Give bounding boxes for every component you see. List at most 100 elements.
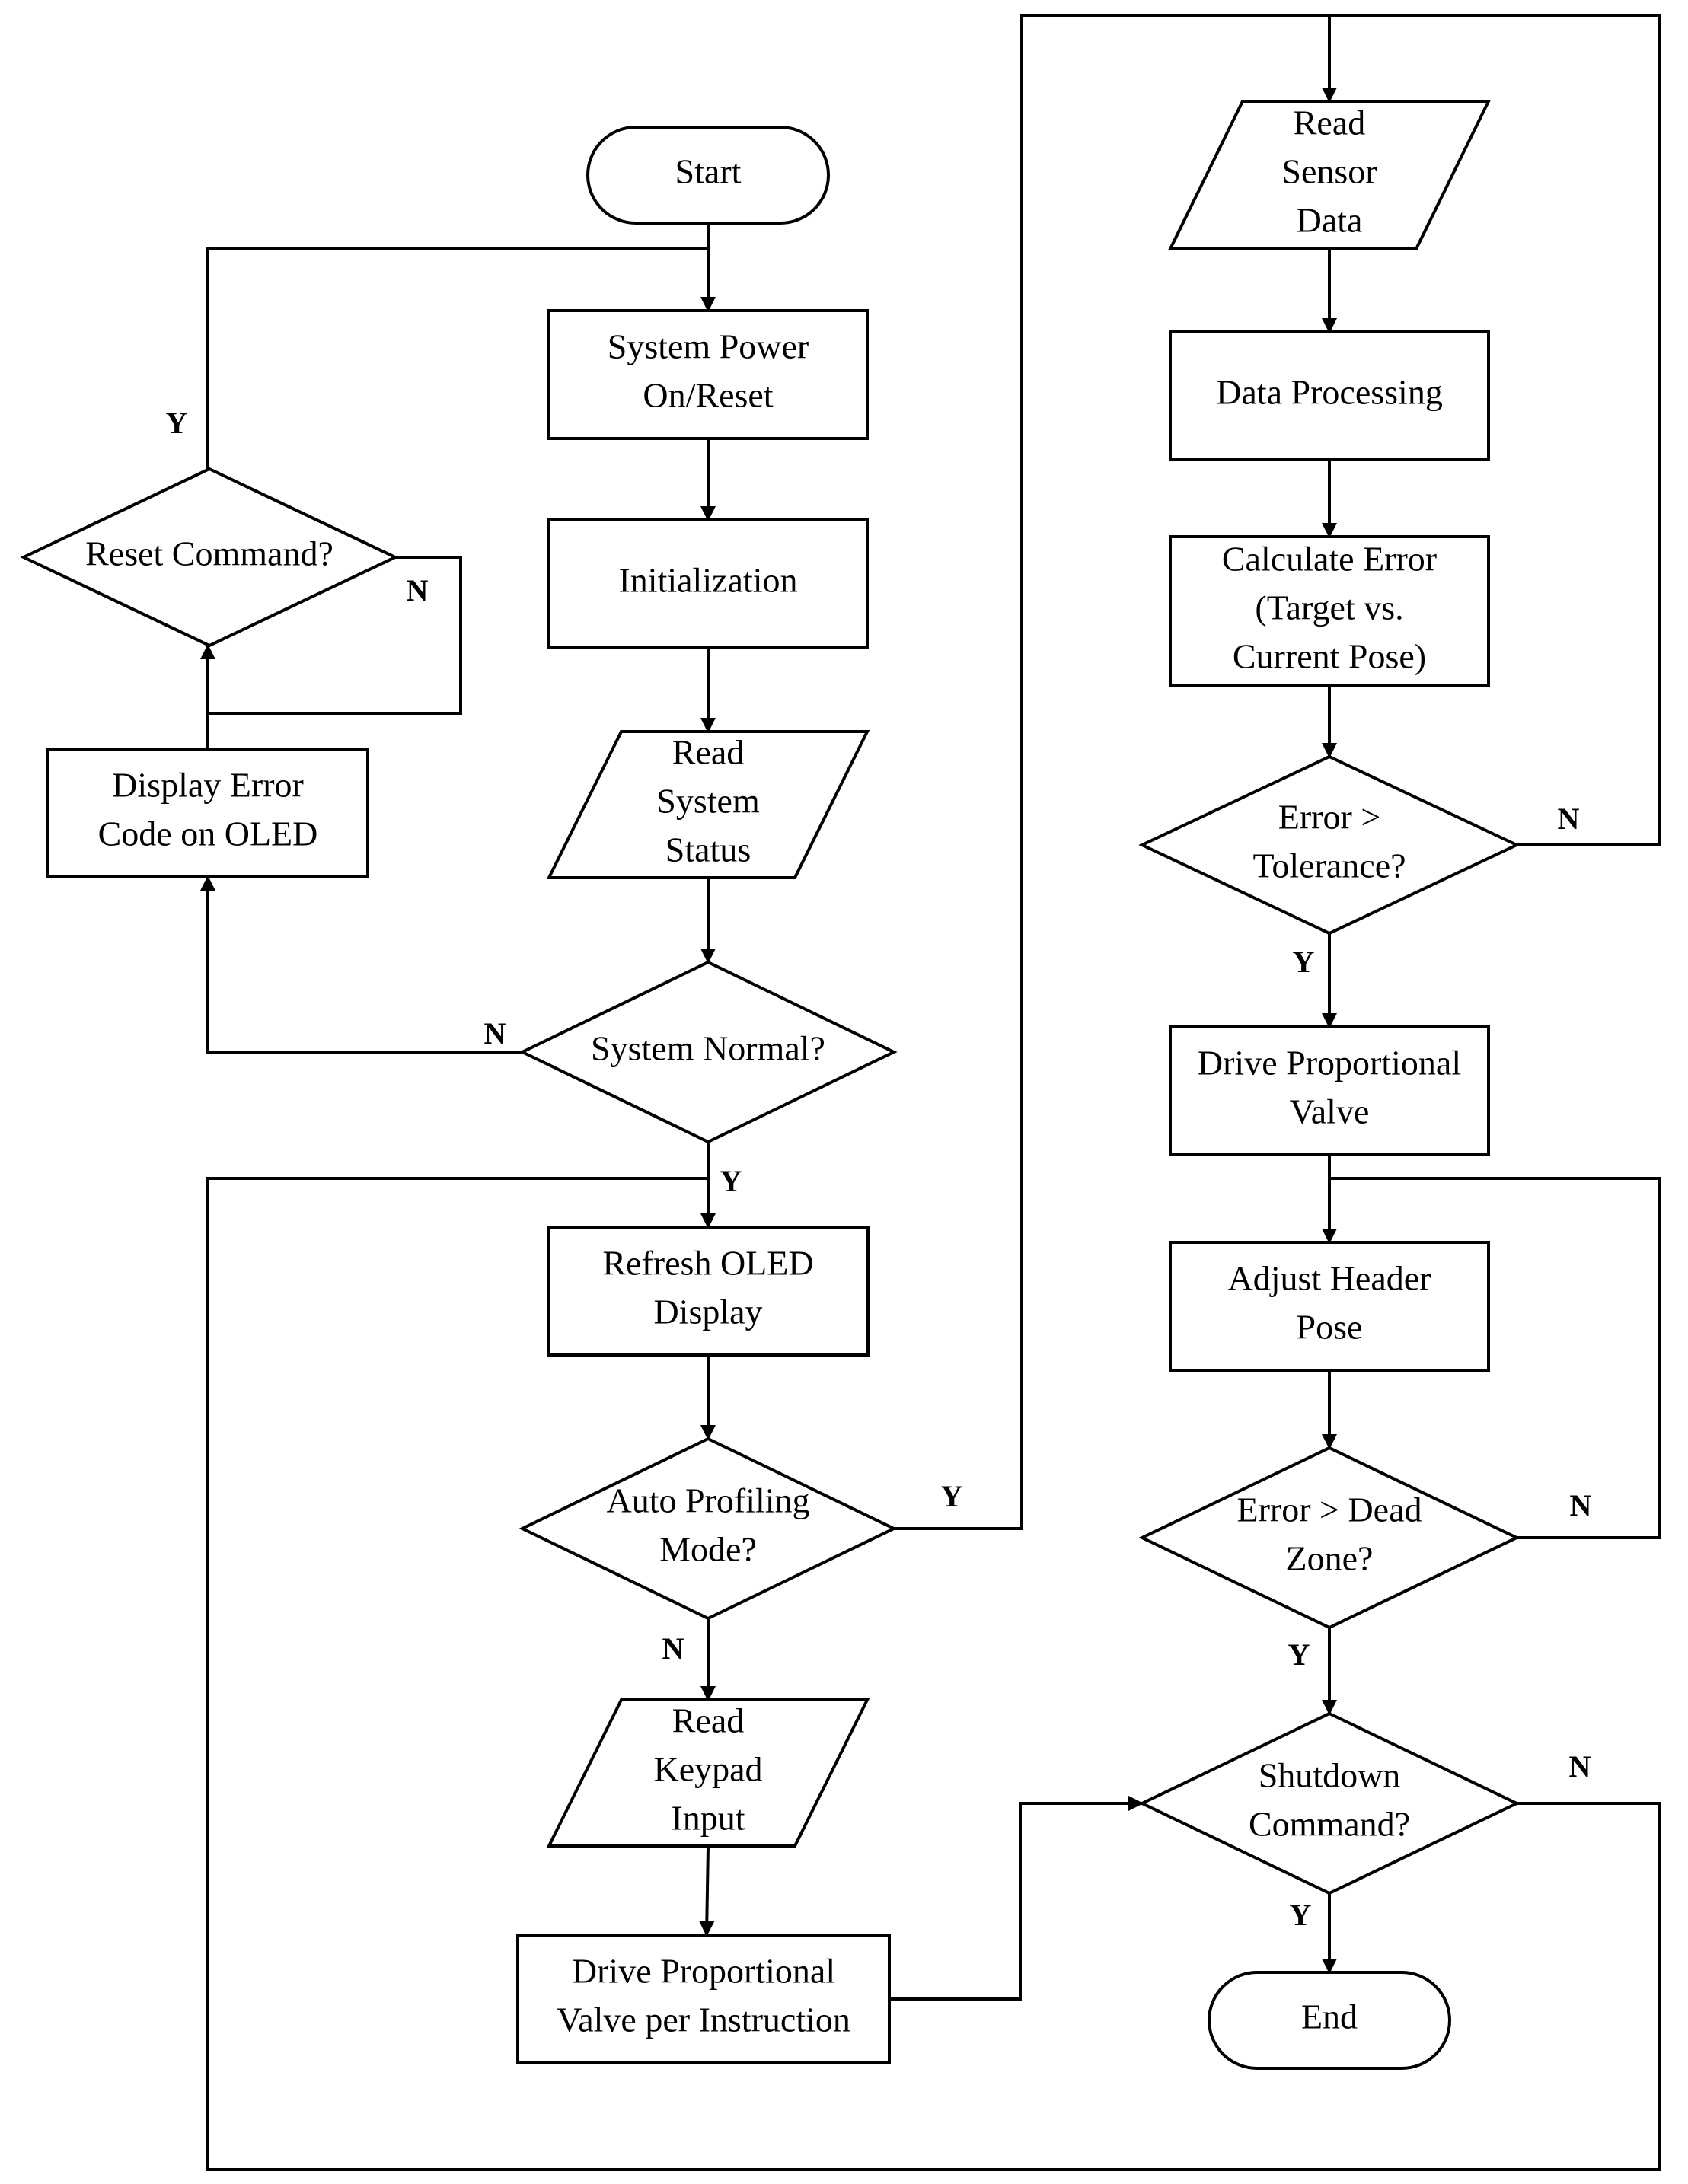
end-terminal-shape xyxy=(1208,1971,1451,2070)
read-status-io-parallelogram xyxy=(546,730,870,879)
read-status-text-line-2: System xyxy=(656,782,760,821)
drive-valve-process-box xyxy=(1169,1025,1490,1156)
err-dead-text-line-2: Zone? xyxy=(1286,1539,1374,1578)
err-tol-decision-diamond xyxy=(1138,754,1520,936)
branch-label-auto-mode: N xyxy=(662,1631,684,1666)
branch-label-system-normal: N xyxy=(484,1016,506,1051)
calc-error-text-line-3: Current Pose) xyxy=(1233,637,1426,676)
calc-error-process-box xyxy=(1169,535,1490,687)
branch-label-err-tol: N xyxy=(1558,802,1580,836)
power-on-text-line-2: On/Reset xyxy=(643,376,773,415)
adjust-pose-process-box xyxy=(1169,1241,1490,1372)
edge-err-dead-to-adjust-pose xyxy=(1329,1177,1661,1539)
refresh-oled-process-box xyxy=(547,1226,870,1357)
edge-drive-instr-to-shutdown xyxy=(889,1796,1144,2001)
reset-cmd-text-line-1: Reset Command? xyxy=(85,534,333,573)
branch-label-err-dead: Y xyxy=(1288,1637,1310,1672)
read-sensor-text-line-3: Data xyxy=(1297,201,1363,240)
read-keypad-io-parallelogram xyxy=(546,1698,870,1848)
read-sensor-text-line-1: Read xyxy=(1294,104,1366,142)
display-error-process-box xyxy=(46,748,369,878)
read-keypad-text-line-3: Input xyxy=(671,1799,745,1838)
calc-error-text-line-1: Calculate Error xyxy=(1222,540,1437,579)
node-calc-error: Calculate Error (Target vs. Current Pose) xyxy=(1169,535,1490,687)
init-process-box xyxy=(547,518,869,649)
end-text-line-1: End xyxy=(1301,1997,1358,2036)
display-error-text-line-2: Code on OLED xyxy=(98,815,318,853)
connectors xyxy=(200,14,1661,2171)
edge-system-normal-to-display-error xyxy=(200,875,522,1054)
read-keypad-text-line-1: Read xyxy=(672,1701,745,1740)
err-tol-text-line-1: Error > xyxy=(1278,798,1381,837)
read-keypad-text-line-2: Keypad xyxy=(653,1750,762,1789)
edge-read-keypad-to-drive-instr xyxy=(699,1845,715,1937)
drive-instr-text-line-2: Valve per Instruction xyxy=(557,2001,850,2039)
start-terminal-shape xyxy=(586,126,830,225)
node-init: Initialization xyxy=(547,518,869,649)
read-status-text-line-3: Status xyxy=(665,831,751,869)
refresh-oled-text-line-1: Refresh OLED xyxy=(602,1244,813,1283)
system-normal-decision-diamond xyxy=(519,960,898,1144)
auto-mode-text-line-2: Mode? xyxy=(659,1530,757,1569)
branch-label-system-normal: Y xyxy=(720,1164,742,1198)
adjust-pose-text-line-2: Pose xyxy=(1297,1308,1363,1347)
shutdown-decision-diamond xyxy=(1138,1711,1520,1895)
read-status-text-line-1: Read xyxy=(672,733,745,772)
drive-instr-process-box xyxy=(516,1934,891,2064)
err-dead-text-line-1: Error > Dead xyxy=(1236,1491,1422,1529)
edge-err-tol-to-read-sensor xyxy=(1329,14,1661,846)
refresh-oled-text-line-2: Display xyxy=(653,1293,762,1331)
node-end: End xyxy=(1208,1971,1451,2070)
display-error-text-line-1: Display Error xyxy=(112,766,304,805)
calc-error-text-line-2: (Target vs. xyxy=(1255,588,1403,627)
power-on-process-box xyxy=(547,309,869,440)
init-text-line-1: Initialization xyxy=(618,561,797,600)
branch-label-shutdown: N xyxy=(1569,1749,1591,1784)
node-start: Start xyxy=(586,126,830,225)
drive-valve-text-line-2: Valve xyxy=(1290,1092,1370,1131)
err-dead-decision-diamond xyxy=(1138,1446,1520,1630)
auto-mode-decision-diamond xyxy=(519,1436,898,1621)
adjust-pose-text-line-1: Adjust Header xyxy=(1228,1259,1431,1298)
reset-cmd-decision-diamond xyxy=(20,467,399,648)
data-proc-text-line-1: Data Processing xyxy=(1216,373,1443,412)
data-proc-process-box xyxy=(1169,330,1490,461)
drive-instr-text-line-1: Drive Proportional xyxy=(572,1952,835,1991)
node-refresh-oled: Refresh OLED Display xyxy=(547,1226,870,1357)
edge-shutdown-to-refresh-oled xyxy=(206,1177,1661,2171)
read-sensor-text-line-2: Sensor xyxy=(1281,152,1377,191)
read-sensor-io-parallelogram xyxy=(1167,100,1492,250)
edge-reset-cmd-to-reset-cmd xyxy=(208,556,462,715)
edge-reset-cmd-to-power-on xyxy=(206,247,708,469)
node-err-tol: Error > Tolerance? xyxy=(1138,754,1520,936)
drive-valve-text-line-1: Drive Proportional xyxy=(1198,1044,1461,1082)
power-on-text-line-1: System Power xyxy=(608,327,809,366)
node-system-normal: System Normal? xyxy=(519,960,898,1144)
err-tol-text-line-2: Tolerance? xyxy=(1252,846,1406,885)
start-text-line-1: Start xyxy=(675,152,742,191)
auto-mode-text-line-1: Auto Profiling xyxy=(606,1481,809,1520)
edge-auto-mode-to-read-sensor xyxy=(894,14,1337,1530)
branch-label-reset-cmd: Y xyxy=(166,406,188,440)
branch-label-err-dead: N xyxy=(1570,1488,1592,1522)
branch-label-shutdown: Y xyxy=(1290,1898,1312,1932)
shutdown-text-line-1: Shutdown xyxy=(1259,1756,1401,1795)
shutdown-text-line-2: Command? xyxy=(1249,1805,1410,1844)
branch-label-err-tol: Y xyxy=(1293,945,1315,979)
node-reset-cmd: Reset Command? xyxy=(20,467,399,648)
node-data-proc: Data Processing xyxy=(1169,330,1490,461)
